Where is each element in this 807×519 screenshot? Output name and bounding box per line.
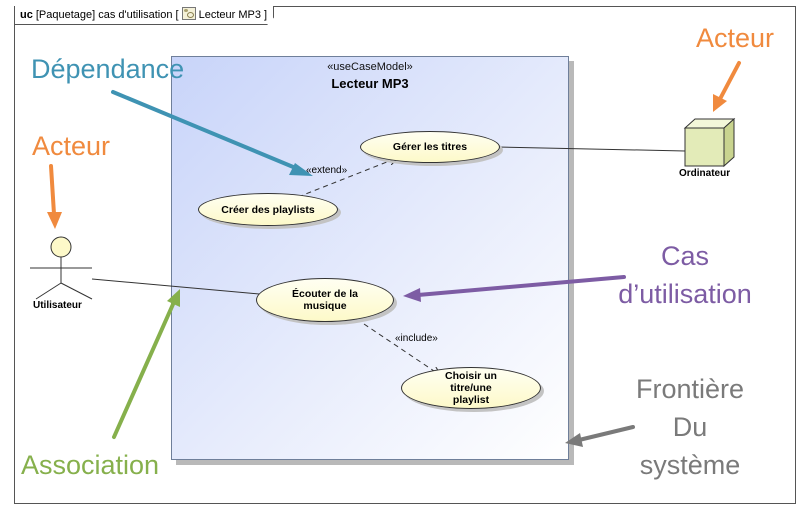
annotation-frontiere-line3: système [639, 450, 741, 480]
association-utilisateur-ecouter[interactable] [91, 278, 260, 295]
bracket-close: ] [264, 9, 268, 21]
frame-diagram-name: Lecteur MP3 [198, 9, 261, 21]
annotation-acteur-left: Acteur [32, 131, 111, 161]
annotation-cas-utilisation: Cas d’utilisation [600, 237, 770, 313]
actor-utilisateur-label: Utilisateur [33, 300, 82, 311]
usecase-creer-label: Créer des playlists [221, 203, 315, 216]
frame-kind: uc [20, 9, 33, 21]
cas-arrow [403, 275, 626, 302]
usecase-gerer-label: Gérer les titres [392, 141, 468, 153]
include-dependency[interactable] [363, 323, 440, 375]
acteur-left-arrow [47, 164, 62, 229]
frontiere-arrow [565, 425, 635, 447]
actor-ordinateur-label: Ordinateur [679, 168, 731, 179]
annotation-frontiere-du-systeme: Frontière Du système [620, 370, 760, 484]
ordinateur-node-icon[interactable] [683, 117, 736, 168]
association-ordinateur-gerer[interactable] [497, 146, 686, 152]
bracket-open: [ [175, 9, 179, 21]
utilisateur-actor-icon[interactable] [30, 236, 93, 300]
frame-package: [Paquetage] cas d'utilisation [35, 9, 173, 21]
association-arrow [112, 289, 180, 439]
annotation-cas-line1: Cas [660, 241, 709, 271]
include-label: «include» [395, 333, 438, 344]
dependance-arrow [111, 90, 313, 176]
usecase-choisir-label: Choisir un titre/une playlist [445, 370, 497, 406]
usecase-creer-des-playlists[interactable]: Créer des playlists [198, 193, 338, 226]
usecase-choisir-un-titre[interactable]: Choisir un titre/une playlist [401, 367, 541, 409]
annotation-cas-line2: d’utilisation [618, 279, 752, 309]
extend-dependency[interactable] [297, 158, 397, 198]
usecase-ecouter-de-la-musique[interactable]: Écouter de la musique [256, 278, 394, 322]
acteur-right-arrow [713, 61, 741, 112]
usecase-ecouter-label: Écouter de la musique [292, 288, 358, 312]
extend-label: «extend» [306, 165, 348, 176]
usecase-diagram-icon [182, 7, 196, 20]
boundary-stereotype: «useCaseModel» [327, 61, 413, 73]
annotation-dependance: Dépendance [31, 54, 185, 84]
boundary-title: Lecteur MP3 [331, 76, 409, 91]
frame-tab: uc[Paquetage] cas d'utilisation [ Lecteur… [14, 6, 274, 25]
annotation-acteur-right: Acteur [696, 23, 775, 53]
annotation-frontiere-line1: Frontière [635, 374, 745, 404]
usecase-gerer-les-titres[interactable]: Gérer les titres [360, 131, 500, 163]
annotation-frontiere-line2: Du [672, 412, 708, 442]
annotation-association: Association [21, 450, 160, 480]
